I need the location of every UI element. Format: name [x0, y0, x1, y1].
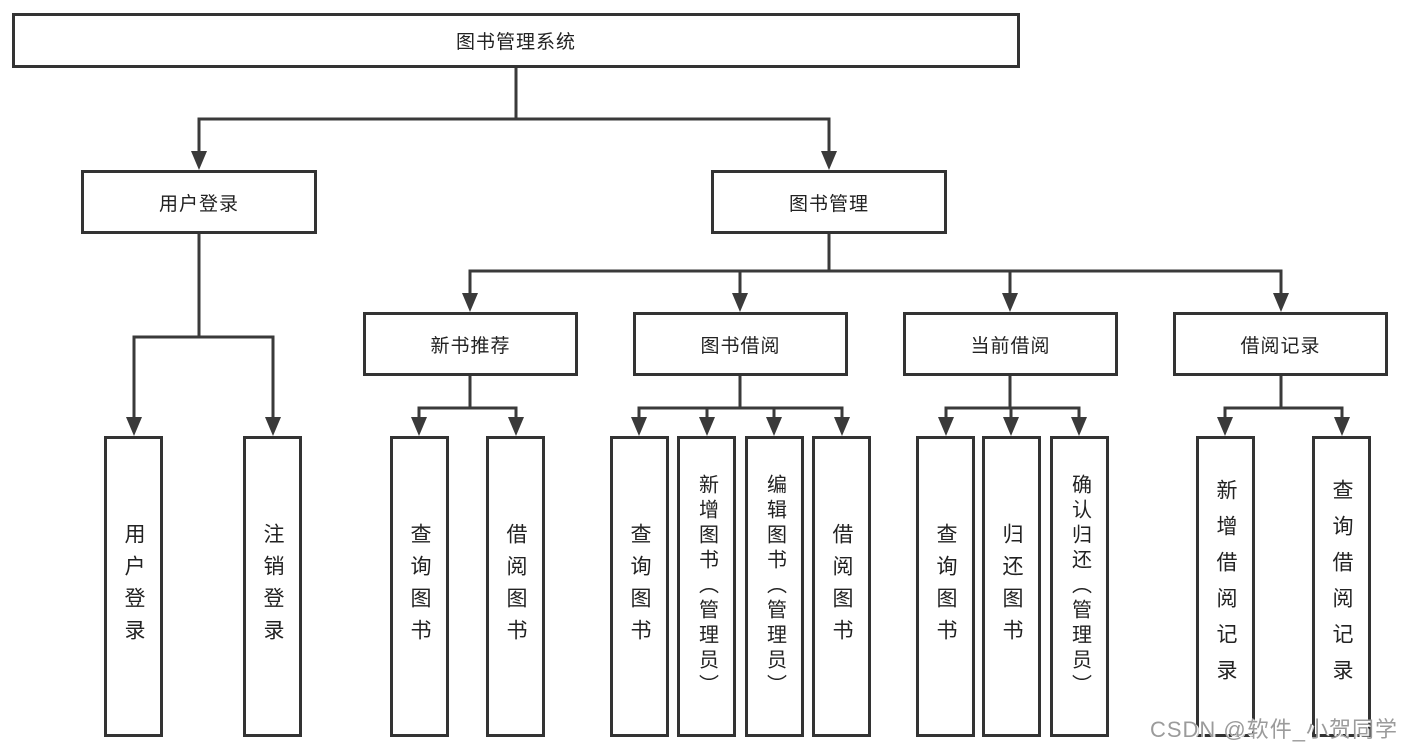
leaf-label: 查询借阅记录 [1330, 478, 1353, 695]
node-label: 当前借阅 [970, 335, 1051, 357]
node-library-management-system: 图书管理系统 [12, 13, 1020, 68]
node-label: 图书管理 [788, 193, 869, 215]
leaf-add-book-admin: 新增图书（管理员） [677, 436, 736, 737]
leaf-logout: 注销登录 [243, 436, 302, 737]
node-label: 新书推荐 [430, 335, 511, 357]
leaf-return-book: 归还图书 [982, 436, 1041, 737]
csdn-watermark: CSDN @软件_小贺同学 [1149, 717, 1398, 742]
leaf-label: 编辑图书（管理员） [763, 474, 786, 699]
node-label: 借阅记录 [1240, 335, 1321, 357]
leaf-query-books-recommend: 查询图书 [390, 436, 449, 737]
leaf-label: 新增借阅记录 [1214, 478, 1237, 695]
leaf-label: 新增图书（管理员） [695, 474, 718, 699]
node-current-borrowing: 当前借阅 [903, 312, 1118, 376]
leaf-label: 注销登录 [261, 522, 284, 651]
leaf-query-books-borrowing: 查询图书 [610, 436, 669, 737]
leaf-label: 归还图书 [1000, 522, 1023, 651]
node-new-book-recommendation: 新书推荐 [363, 312, 578, 376]
leaf-label: 查询图书 [408, 522, 431, 651]
leaf-user-login: 用户登录 [104, 436, 163, 737]
node-book-management: 图书管理 [711, 170, 947, 234]
leaf-query-books-current: 查询图书 [916, 436, 975, 737]
leaf-confirm-return-admin: 确认归还（管理员） [1050, 436, 1109, 737]
leaf-label: 借阅图书 [504, 522, 527, 651]
leaf-label: 用户登录 [122, 522, 145, 651]
leaf-label: 查询图书 [934, 522, 957, 651]
node-label: 用户登录 [158, 193, 239, 215]
leaf-borrow-books-recommend: 借阅图书 [486, 436, 545, 737]
node-label: 图书管理系统 [455, 32, 576, 53]
node-borrowing-records: 借阅记录 [1173, 312, 1388, 376]
leaf-add-borrow-record: 新增借阅记录 [1196, 436, 1255, 737]
leaf-label: 查询图书 [628, 522, 651, 651]
leaf-label: 借阅图书 [830, 522, 853, 651]
node-book-borrowing: 图书借阅 [633, 312, 848, 376]
leaf-query-borrow-record: 查询借阅记录 [1312, 436, 1371, 737]
node-user-login: 用户登录 [81, 170, 317, 234]
node-label: 图书借阅 [700, 335, 781, 357]
leaf-borrow-books-borrowing: 借阅图书 [812, 436, 871, 737]
leaf-label: 确认归还（管理员） [1068, 474, 1091, 699]
leaf-edit-book-admin: 编辑图书（管理员） [745, 436, 804, 737]
